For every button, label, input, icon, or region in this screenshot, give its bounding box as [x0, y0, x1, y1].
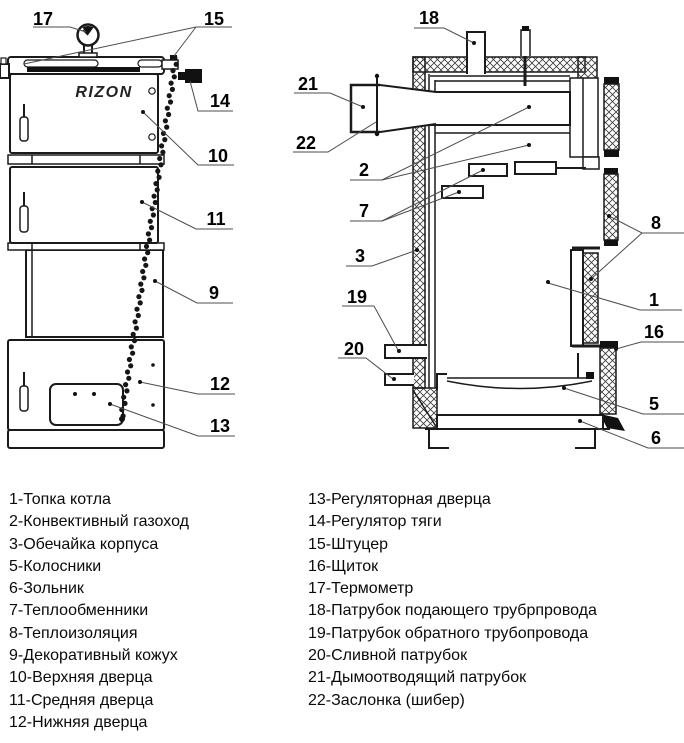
callout-10: 10	[208, 146, 228, 166]
legend-item: 7-Теплообменники	[9, 602, 149, 620]
legend-item: 9-Декоративный кожух	[9, 647, 178, 665]
middle-door-handle	[19, 205, 29, 233]
callout-12: 12	[210, 374, 230, 394]
regulator-chain	[119, 55, 179, 419]
callout-15: 15	[204, 9, 224, 29]
leader-lines	[23, 26, 684, 449]
callout-6: 6	[651, 428, 661, 448]
legend-item: 18-Патрубок подающего трубрпровода	[308, 602, 597, 620]
base-plinth	[7, 429, 165, 449]
grate	[436, 353, 594, 390]
callout-17: 17	[33, 9, 53, 29]
callout-9: 9	[209, 283, 219, 303]
lower-door-handle	[19, 385, 29, 412]
callout-5: 5	[649, 394, 659, 414]
thermometer-icon	[76, 23, 100, 58]
callout-22: 22	[296, 133, 316, 153]
draft-regulator-handle	[185, 69, 202, 83]
legend-item: 17-Термометр	[308, 580, 414, 598]
chain-hook	[119, 416, 125, 422]
leg	[428, 430, 449, 449]
boiler-diagram: RIZON	[0, 8, 684, 449]
legend-item: 1-Топка котла	[9, 491, 111, 508]
callout-1: 1	[649, 290, 659, 310]
door-frame-band	[7, 154, 165, 165]
lid-gasket-bar	[27, 67, 140, 72]
return-pipe	[384, 344, 427, 359]
legend-item: 14-Регулятор тяги	[308, 513, 442, 531]
legend-item: 10-Верхняя дверца	[9, 669, 153, 687]
callout-labels: 17 15 14 10 11 9 12 13 18 21 22 2 7 3 19…	[33, 8, 664, 448]
legend-item: 21-Дымоотводящий патрубок	[308, 669, 527, 687]
top-lid	[0, 55, 179, 79]
lower-door	[7, 339, 165, 431]
insulated-top-wall	[412, 56, 586, 73]
callout-11: 11	[206, 209, 225, 229]
middle-door	[9, 166, 159, 244]
callout-13: 13	[210, 416, 230, 436]
legend-item: 12-Нижняя дверца	[9, 713, 148, 731]
boiler-section-view	[349, 26, 625, 449]
leader-dots	[108, 41, 618, 423]
legend-item: 8-Теплоизоляция	[9, 624, 138, 642]
legend-item: 20-Сливной патрубок	[308, 647, 468, 665]
leg	[575, 430, 596, 449]
callout-7: 7	[359, 201, 369, 221]
ash-pan	[436, 414, 604, 430]
drain-pipe	[384, 373, 414, 386]
callout-20: 20	[344, 339, 364, 359]
callout-16: 16	[644, 322, 664, 342]
wall-base	[412, 387, 438, 429]
legend-item: 16-Щиток	[308, 557, 379, 575]
flue-outlet	[349, 73, 437, 137]
callout-19: 19	[347, 287, 367, 307]
legend-item: 11-Средняя дверца	[9, 691, 154, 709]
legend-left-column: 1-Топка котла 2-Конвективный газоход 3-О…	[9, 489, 189, 734]
water-fitting	[0, 63, 10, 79]
convective-duct	[420, 91, 571, 126]
door-connector-box	[582, 156, 600, 170]
upper-door-insulation	[603, 77, 620, 157]
casing-recess	[25, 249, 164, 338]
chain-bracket	[178, 72, 186, 80]
thermowell	[520, 26, 531, 86]
callout-8: 8	[651, 213, 661, 233]
shield-panel	[599, 341, 625, 431]
legend-item: 22-Заслонка (шибер)	[308, 691, 465, 709]
legend-item: 2-Конвективный газоход	[9, 513, 189, 531]
callout-2: 2	[359, 160, 369, 180]
boiler-front-view: RIZON	[0, 23, 202, 449]
legend-item: 15-Штуцер	[308, 535, 389, 553]
middle-door-insulation	[603, 168, 619, 246]
upper-door-frame	[569, 77, 599, 158]
upper-door-handle	[19, 116, 29, 142]
upper-door: RIZON	[9, 73, 159, 154]
supply-pipe	[466, 31, 486, 74]
callout-3: 3	[355, 246, 365, 266]
legend-item: 6-Зольник	[9, 580, 84, 598]
hinge-pin	[148, 87, 156, 95]
hinge-pin	[148, 133, 156, 141]
legend-item: 19-Патрубок обратного трубопровода	[308, 624, 589, 642]
legend-item: 13-Регуляторная дверца	[308, 491, 491, 508]
legend-item: 5-Колосники	[9, 557, 102, 575]
callout-14: 14	[210, 91, 230, 111]
callout-18: 18	[419, 8, 439, 28]
legend-item: 3-Обечайка корпуса	[9, 535, 159, 553]
legend-right-column: 13-Регуляторная дверца 14-Регулятор тяги…	[308, 489, 597, 712]
brand-logo-text: RIZON	[75, 84, 132, 101]
callout-21: 21	[298, 74, 318, 94]
